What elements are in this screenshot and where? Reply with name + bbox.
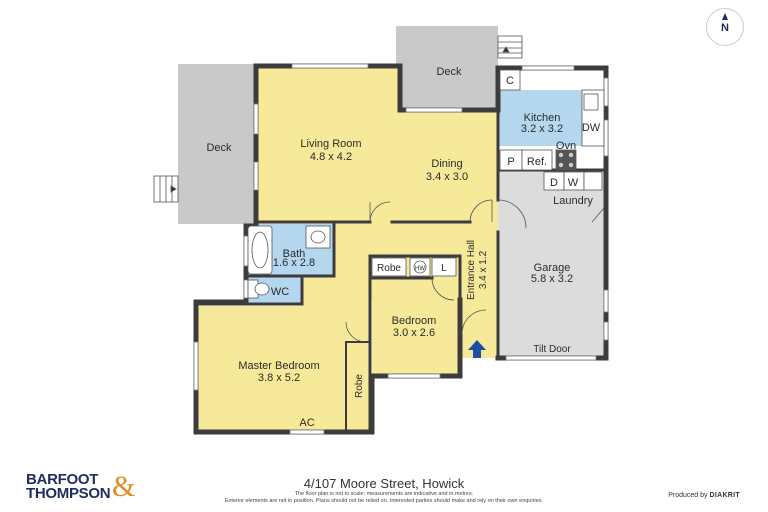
fixture-l: L (441, 263, 447, 274)
living-room (258, 68, 398, 224)
producer-logo: DIAKRIT (709, 492, 740, 499)
entrance-hall-label: Entrance Hall (466, 240, 477, 300)
property-address: 4/107 Moore Street, Howick (303, 476, 465, 491)
bath-fixtures (247, 225, 331, 299)
garage (498, 170, 606, 360)
logo-line-2: THOMPSON (26, 485, 111, 502)
bedroom-label: Bedroom (392, 315, 437, 327)
deck-left-label: Deck (206, 142, 232, 154)
laundry-label: Laundry (553, 195, 593, 207)
garage-label: Garage (534, 262, 571, 274)
compass: N (706, 8, 744, 46)
produced-by: Produced by DIAKRIT (668, 492, 740, 499)
fixture-ref: Ref. (527, 156, 547, 168)
cooktop-burners (558, 152, 574, 168)
compass-label: N (721, 22, 729, 34)
deck-top (396, 26, 498, 112)
master-bedroom (198, 306, 370, 430)
garage-size: 5.8 x 3.2 (531, 273, 573, 285)
fixture-robe-hall: Robe (377, 263, 401, 274)
north-arrow-icon (722, 13, 728, 20)
disclaimer-line-1: The floor plan is not to scale; measurem… (294, 491, 474, 497)
kitchen-label: Kitchen (524, 112, 561, 124)
fixture-robe-master: Robe (354, 374, 365, 398)
master-bedroom-size: 3.8 x 5.2 (258, 372, 300, 384)
produced-by-label: Produced by (668, 492, 708, 499)
fixture-ovn: Ovn (556, 140, 576, 152)
windows (193, 63, 609, 435)
door-swings (345, 199, 605, 343)
fixture-c: C (506, 75, 514, 87)
fixture-hw: HW (415, 266, 425, 272)
living-room-label: Living Room (300, 138, 361, 150)
master-bedroom-label: Master Bedroom (238, 360, 319, 372)
fixture-dw: DW (582, 122, 601, 134)
dining-room (258, 112, 498, 224)
deck-top-label: Deck (436, 66, 462, 78)
bath-label: Bath (283, 248, 306, 260)
dining-label: Dining (431, 158, 462, 170)
fixture-p: P (507, 156, 514, 168)
bedroom-size: 3.0 x 2.6 (393, 327, 435, 339)
deck-steps-top (497, 35, 523, 59)
wc-label: WC (271, 286, 289, 298)
kitchen-size: 3.2 x 3.2 (521, 123, 563, 135)
entrance-hall-size: 3.4 x 1.2 (478, 250, 489, 289)
fixture-d: D (550, 177, 558, 189)
footer: BARFOOT THOMPSON & 4/107 Moore Street, H… (0, 470, 768, 512)
tilt-door-label: Tilt Door (533, 344, 571, 355)
logo-line-1: BARFOOT (26, 471, 99, 488)
storage-boxes (371, 257, 457, 277)
logo-ampersand: & (112, 470, 136, 503)
fixture-ac: AC (299, 417, 314, 429)
deck-steps-left (153, 175, 179, 203)
brand-logo: BARFOOT THOMPSON & (26, 470, 136, 507)
bath-size: 1.6 x 2.8 (273, 257, 315, 269)
deck-left (178, 64, 256, 224)
dining-size: 3.4 x 3.0 (426, 171, 468, 183)
kitchen (498, 90, 582, 146)
disclaimer-line-2: Exterior elements are not in position. P… (225, 498, 543, 504)
bedroom (372, 278, 458, 374)
living-room-size: 4.8 x 4.2 (310, 151, 352, 163)
fixture-w: W (568, 177, 579, 189)
entry-arrow-icon (468, 340, 486, 358)
